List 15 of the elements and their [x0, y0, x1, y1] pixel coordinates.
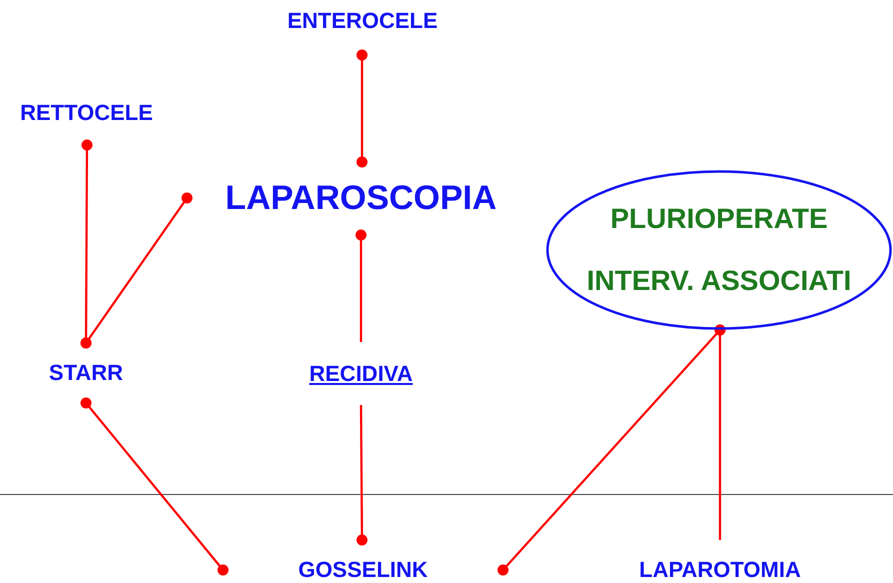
- node-label: PLURIOPERATE: [610, 203, 828, 235]
- node-label: STARR: [48, 360, 124, 386]
- connector-line: [356, 230, 366, 342]
- node-label: GOSSELINK: [298, 557, 428, 583]
- connector-line: [80, 398, 228, 576]
- node-label: LAPAROTOMIA: [639, 557, 801, 583]
- connector-line: [356, 50, 368, 168]
- connector-line: [714, 324, 726, 540]
- node-label: RECIDIVA: [309, 360, 413, 386]
- node-label: INTERV. ASSOCIATI: [586, 265, 852, 297]
- node-label: ENTEROCELE: [287, 8, 438, 34]
- connector-line: [80, 192, 192, 348]
- node-label: LAPAROSCOPIA: [225, 179, 497, 218]
- connector-line: [356, 405, 368, 546]
- node-label: RETTOCELE: [20, 100, 153, 126]
